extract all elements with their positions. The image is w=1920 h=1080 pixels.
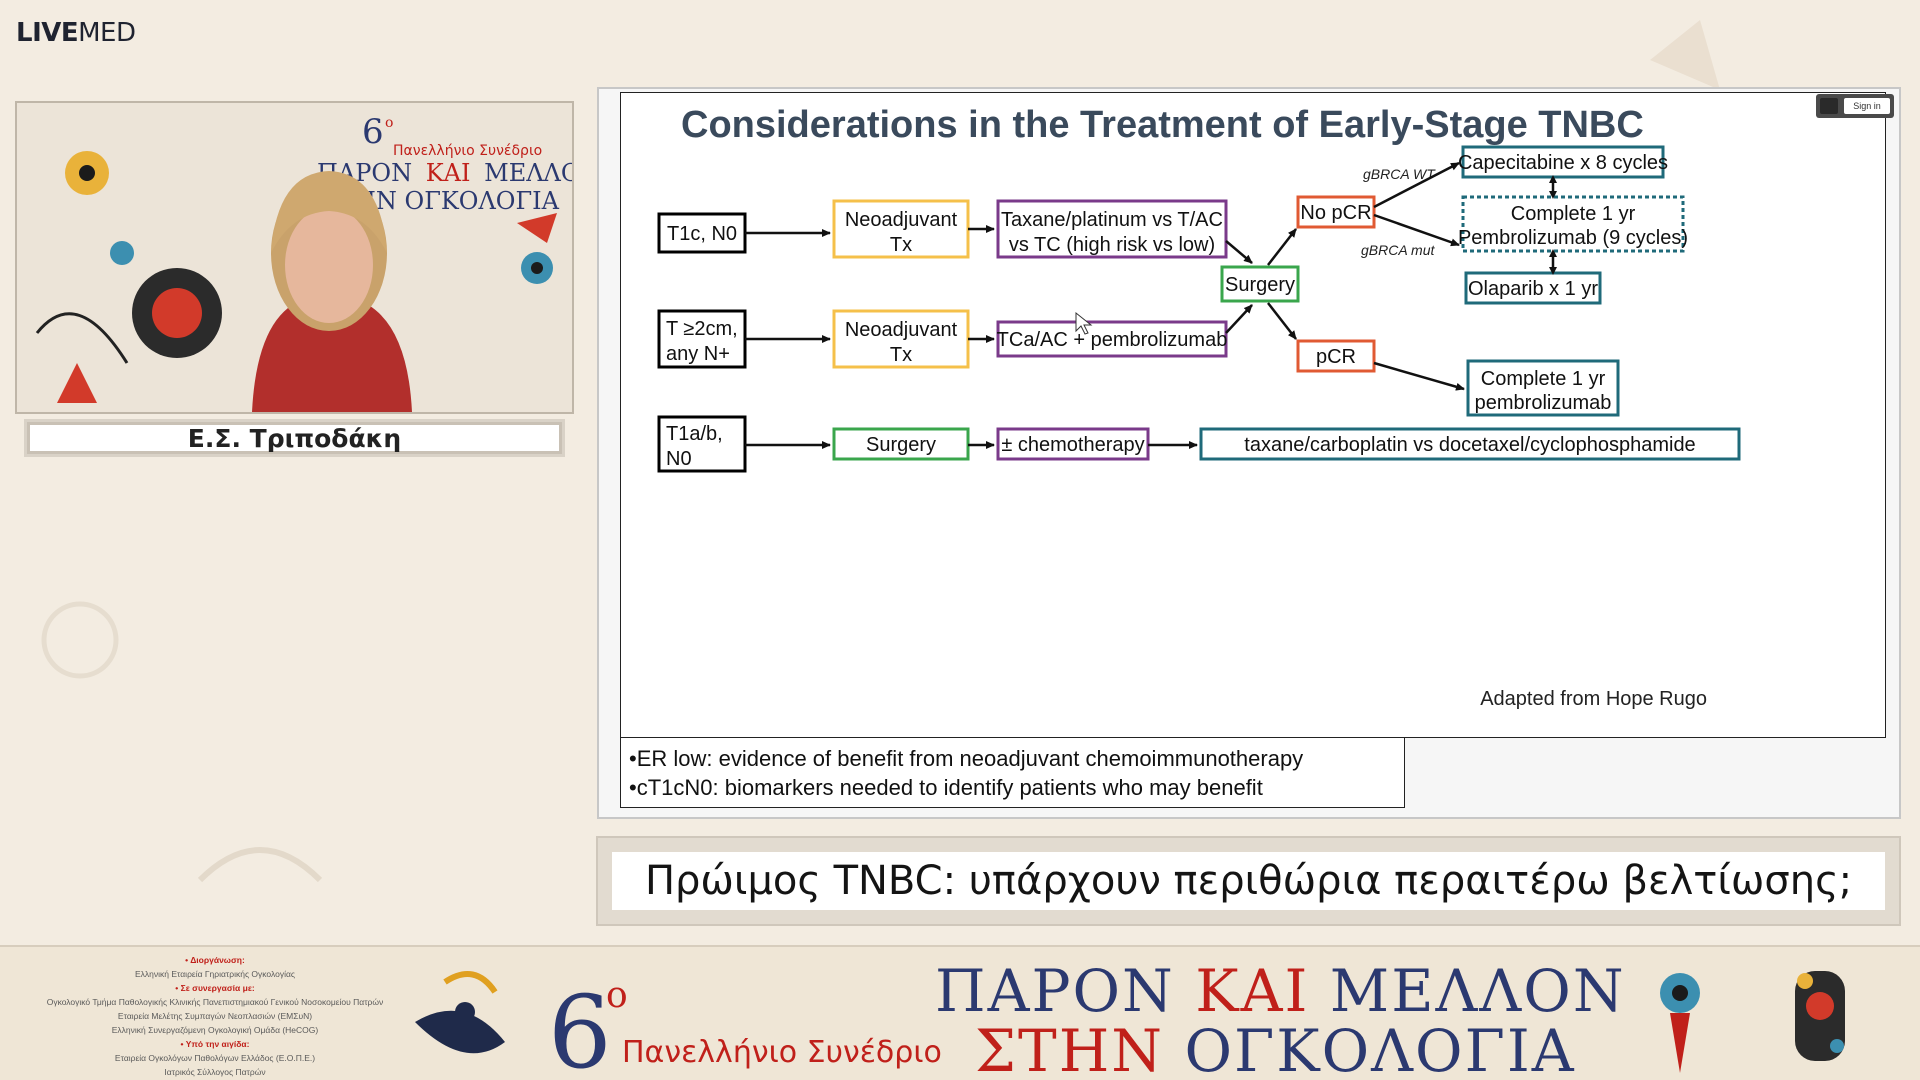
speaker-video: 6 ο Πανελλήνιο Συνέδριο ΠΑΡΟΝ ΚΑΙ ΜΕΛΛΟΝ…	[15, 101, 574, 414]
box-pcr-pembro	[1466, 359, 1620, 417]
organizer-line: Ελληνική Συνεργαζόμενη Ογκολογική Ομάδα …	[111, 1025, 319, 1035]
flow-arrows	[745, 161, 1557, 449]
cam-conf-label: Πανελλήνιο Συνέδριο	[393, 143, 542, 159]
complete-pembro-label-a: Complete 1 yr	[1511, 203, 1636, 225]
organizer-line: Ελληνική Εταιρεία Γηριατρικής Ογκολογίας	[134, 969, 295, 979]
conf-number: 6	[548, 974, 612, 1077]
arrow-surgery-no-pcr	[1267, 228, 1297, 266]
box-row1-chemo	[996, 199, 1228, 259]
row1-chemo-label-b: vs TC (high risk vs low)	[1009, 234, 1215, 256]
arrow-pcr-pembro	[1373, 361, 1465, 391]
organizer-line: • Σε συνεργασία με:	[175, 983, 255, 993]
row1-stage-label: T1c, N0	[667, 223, 737, 245]
row3-chemo-label: ± chemotherapy	[1001, 434, 1144, 456]
row2-neo-label-b: Tx	[890, 344, 912, 366]
talk-title-caption: Πρώιμος TNBC: υπάρχουν περιθώρια περαιτέ…	[596, 836, 1901, 926]
capecitabine-label: Capecitabine x 8 cycles	[1458, 152, 1668, 174]
box-capecitabine	[1461, 145, 1665, 179]
note-line-1: •ER low: evidence of benefit from neoadj…	[629, 746, 1304, 771]
cam-title-part-3: ΜΕΛΛΟΝ	[484, 159, 572, 187]
row2-chemo-label: TCa/AC + pembrolizumab	[997, 329, 1228, 351]
pcr-pembro-label-a: Complete 1 yr	[1481, 368, 1606, 390]
olaparib-label: Olaparib x 1 yr	[1468, 278, 1598, 300]
no-pcr-label: No pCR	[1300, 202, 1371, 224]
row2-stage-label-b: any N+	[666, 343, 730, 365]
banner-subtitle: ΣΤΗΝ ΟΓΚΟΛΟΓΙΑ	[975, 1017, 1576, 1080]
organizer-line: • Υπό την αιγίδα:	[180, 1039, 250, 1049]
organizer-line: Εταιρεία Ογκολόγων Παθολόγων Ελλάδος (Ε.…	[114, 1053, 316, 1063]
arrow-row2-c	[1225, 304, 1253, 334]
box-no-pcr	[1296, 195, 1376, 229]
conf-suffix: ο	[606, 975, 628, 1016]
livemed-logo: LIVEMED	[16, 18, 136, 48]
gbrca-wt-label: gBRCA WT	[1363, 166, 1436, 182]
organizer-line: Ιατρικός Σύλλογος Πατρών	[164, 1067, 266, 1077]
box-complete-pembro	[1461, 195, 1685, 253]
miro-figure-art-icon	[1795, 971, 1845, 1061]
pcr-pembro-label-b: pembrolizumab	[1475, 392, 1612, 414]
row1-neo-label-b: Tx	[890, 234, 912, 256]
pcr-label: pCR	[1316, 346, 1356, 368]
slide-mini-controls: Sign in	[1816, 94, 1894, 118]
arrow-no-pcr-wt	[1373, 161, 1460, 209]
row1-neo-label-a: Neoadjuvant	[845, 209, 958, 231]
organizer-line: Ογκολογικό Τμήμα Παθολογικής Κλινικής Πα…	[46, 997, 384, 1007]
row2-neo-label-a: Neoadjuvant	[845, 319, 958, 341]
row3-surgery-label: Surgery	[866, 434, 936, 456]
organizer-line: Εταιρεία Μελέτης Συμπαγών Νεοπλασιών (ΕΜ…	[117, 1011, 313, 1021]
slide-notes: •ER low: evidence of benefit from neoadj…	[620, 738, 1405, 808]
expand-icon[interactable]	[1820, 98, 1838, 114]
conference-label: Πανελλήνιο Συνέδριο	[622, 1035, 942, 1070]
row3-regimen-label: taxane/carboplatin vs docetaxel/cyclopho…	[1244, 434, 1695, 456]
note-line-2: •cT1cN0: biomarkers needed to identify p…	[629, 775, 1263, 800]
arrow-row1-c	[1225, 240, 1253, 264]
arrow-no-pcr-mut	[1373, 213, 1460, 247]
cam-conf-number: 6	[362, 112, 384, 152]
box-row3-regimen	[1199, 427, 1741, 461]
speaker-name: Ε.Σ. Τριποδάκη	[24, 419, 565, 457]
organizers-list: • Διοργάνωση: Ελληνική Εταιρεία Γηριατρικ…	[40, 953, 390, 1079]
complete-pembro-label-b: Pembrolizumab (9 cycles)	[1458, 227, 1688, 249]
surgery-label: Surgery	[1225, 274, 1295, 296]
slide-title: Considerations in the Treatment of Early…	[681, 104, 1644, 146]
arrow-surgery-pcr	[1267, 302, 1297, 340]
sign-in-button[interactable]: Sign in	[1844, 98, 1890, 114]
conference-number-logo: 6 ο	[548, 974, 628, 1077]
organizer-line: • Διοργάνωση:	[185, 955, 245, 965]
cam-conf-suffix: ο	[385, 115, 393, 131]
banner-title: ΠΑΡΟΝ ΚΑΙ ΜΕΛΛΟΝ	[935, 957, 1626, 1025]
row1-chemo-label-a: Taxane/platinum vs T/AC	[1001, 209, 1223, 231]
mouse-cursor-icon	[1075, 311, 1093, 335]
box-olaparib	[1464, 271, 1602, 305]
miro-art-decoration	[35, 151, 557, 403]
slide-credit: Adapted from Hope Rugo	[1480, 688, 1707, 710]
row2-stage-label-a: T ≥2cm,	[666, 318, 738, 340]
cam-title-part-2: ΚΑΙ	[426, 159, 471, 187]
slide: Considerations in the Treatment of Early…	[620, 92, 1886, 738]
box-row2-chemo	[996, 320, 1228, 358]
treatment-flowchart: Considerations in the Treatment of Early…	[657, 104, 1741, 710]
speaker-silhouette	[252, 171, 412, 412]
gbrca-mut-label: gBRCA mut	[1361, 242, 1436, 258]
conference-banner: • Διοργάνωση: Ελληνική Εταιρεία Γηριατρικ…	[0, 945, 1920, 1080]
eye-figure-art-icon	[1660, 973, 1700, 1073]
speaker-video-frame: 6 ο Πανελλήνιο Συνέδριο ΠΑΡΟΝ ΚΑΙ ΜΕΛΛΟΝ…	[17, 103, 572, 412]
box-pcr	[1296, 339, 1376, 373]
box-surgery	[1220, 265, 1300, 303]
bird-art-icon	[415, 971, 505, 1054]
row3-stage-label-a: T1a/b,	[666, 423, 723, 445]
row3-stage-label-b: N0	[666, 448, 692, 470]
